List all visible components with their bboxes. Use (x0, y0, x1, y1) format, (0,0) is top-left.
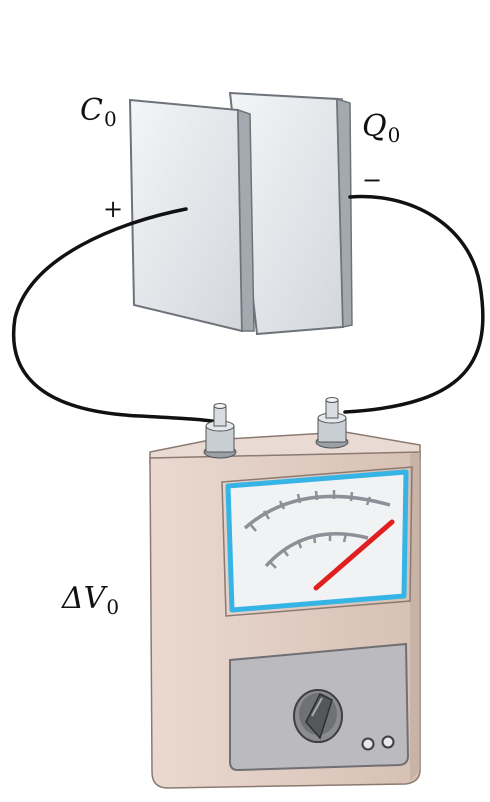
charge-label: Q0 (362, 109, 400, 146)
wire-positive (11, 207, 220, 424)
voltage-subscript: 0 (106, 595, 120, 619)
jack-icon-right[interactable] (381, 735, 395, 749)
jack-icon-left[interactable] (361, 737, 375, 751)
voltmeter (149, 397, 421, 789)
meter-scale-outer-ticks (249, 490, 372, 532)
meter-scale-inner-ticks (269, 533, 348, 569)
terminal-negative (315, 397, 349, 449)
terminal-positive (203, 403, 237, 459)
negative-sign: − (362, 166, 383, 194)
meter-scale-inner (264, 531, 369, 568)
wire-negative (343, 194, 485, 414)
charge-subscript: 0 (387, 123, 401, 147)
charge-symbol: Q (362, 109, 387, 144)
capacitor-plate-positive (128, 98, 255, 333)
capacitance-label: C0 (80, 93, 117, 130)
capacitance-subscript: 0 (103, 107, 117, 131)
rotary-knob-icon[interactable] (293, 689, 343, 743)
meter-window (221, 466, 413, 617)
capacitor-plate-negative (228, 91, 353, 336)
voltage-label: ΔV0 (62, 581, 119, 618)
voltage-symbol: ΔV (62, 581, 106, 616)
capacitance-symbol: C (80, 93, 103, 128)
meter-needle (313, 519, 395, 591)
positive-sign: + (103, 195, 124, 223)
